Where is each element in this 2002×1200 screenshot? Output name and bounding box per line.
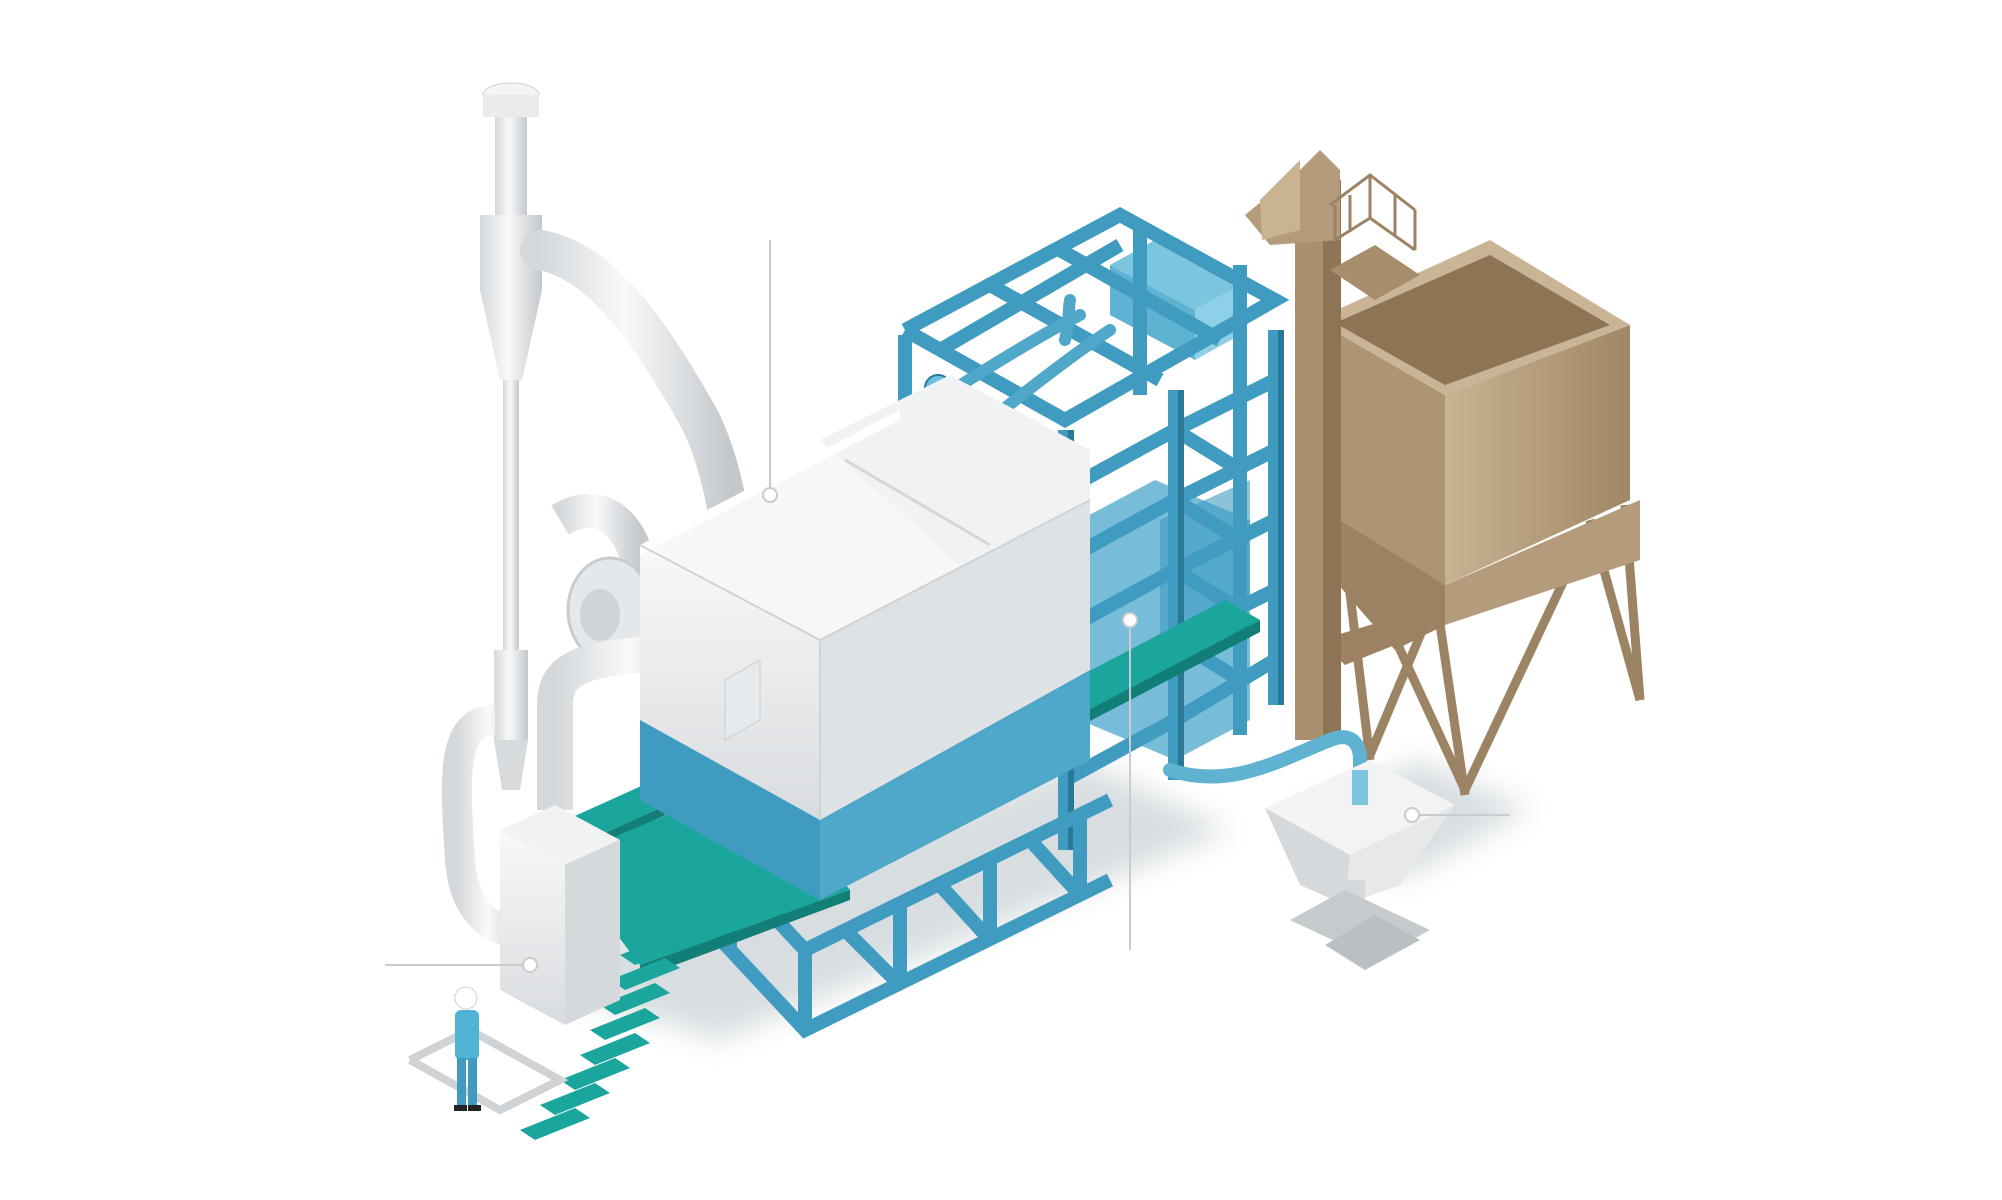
callout-discharge-hopper xyxy=(1404,807,1510,823)
cyclone-dust-collector xyxy=(441,82,750,950)
main-dryer-unit xyxy=(639,375,1091,900)
worker-figure xyxy=(454,986,481,1111)
callout-burner-box xyxy=(385,957,538,973)
callout-main-dryer-top xyxy=(762,240,778,503)
callout-frame-chamber xyxy=(1122,612,1138,950)
discharge-hopper xyxy=(1265,760,1455,970)
transfer-pipe xyxy=(1163,730,1367,807)
burner-box xyxy=(408,805,620,1115)
storage-silo xyxy=(1315,240,1645,796)
bucket-elevator xyxy=(1245,150,1420,740)
